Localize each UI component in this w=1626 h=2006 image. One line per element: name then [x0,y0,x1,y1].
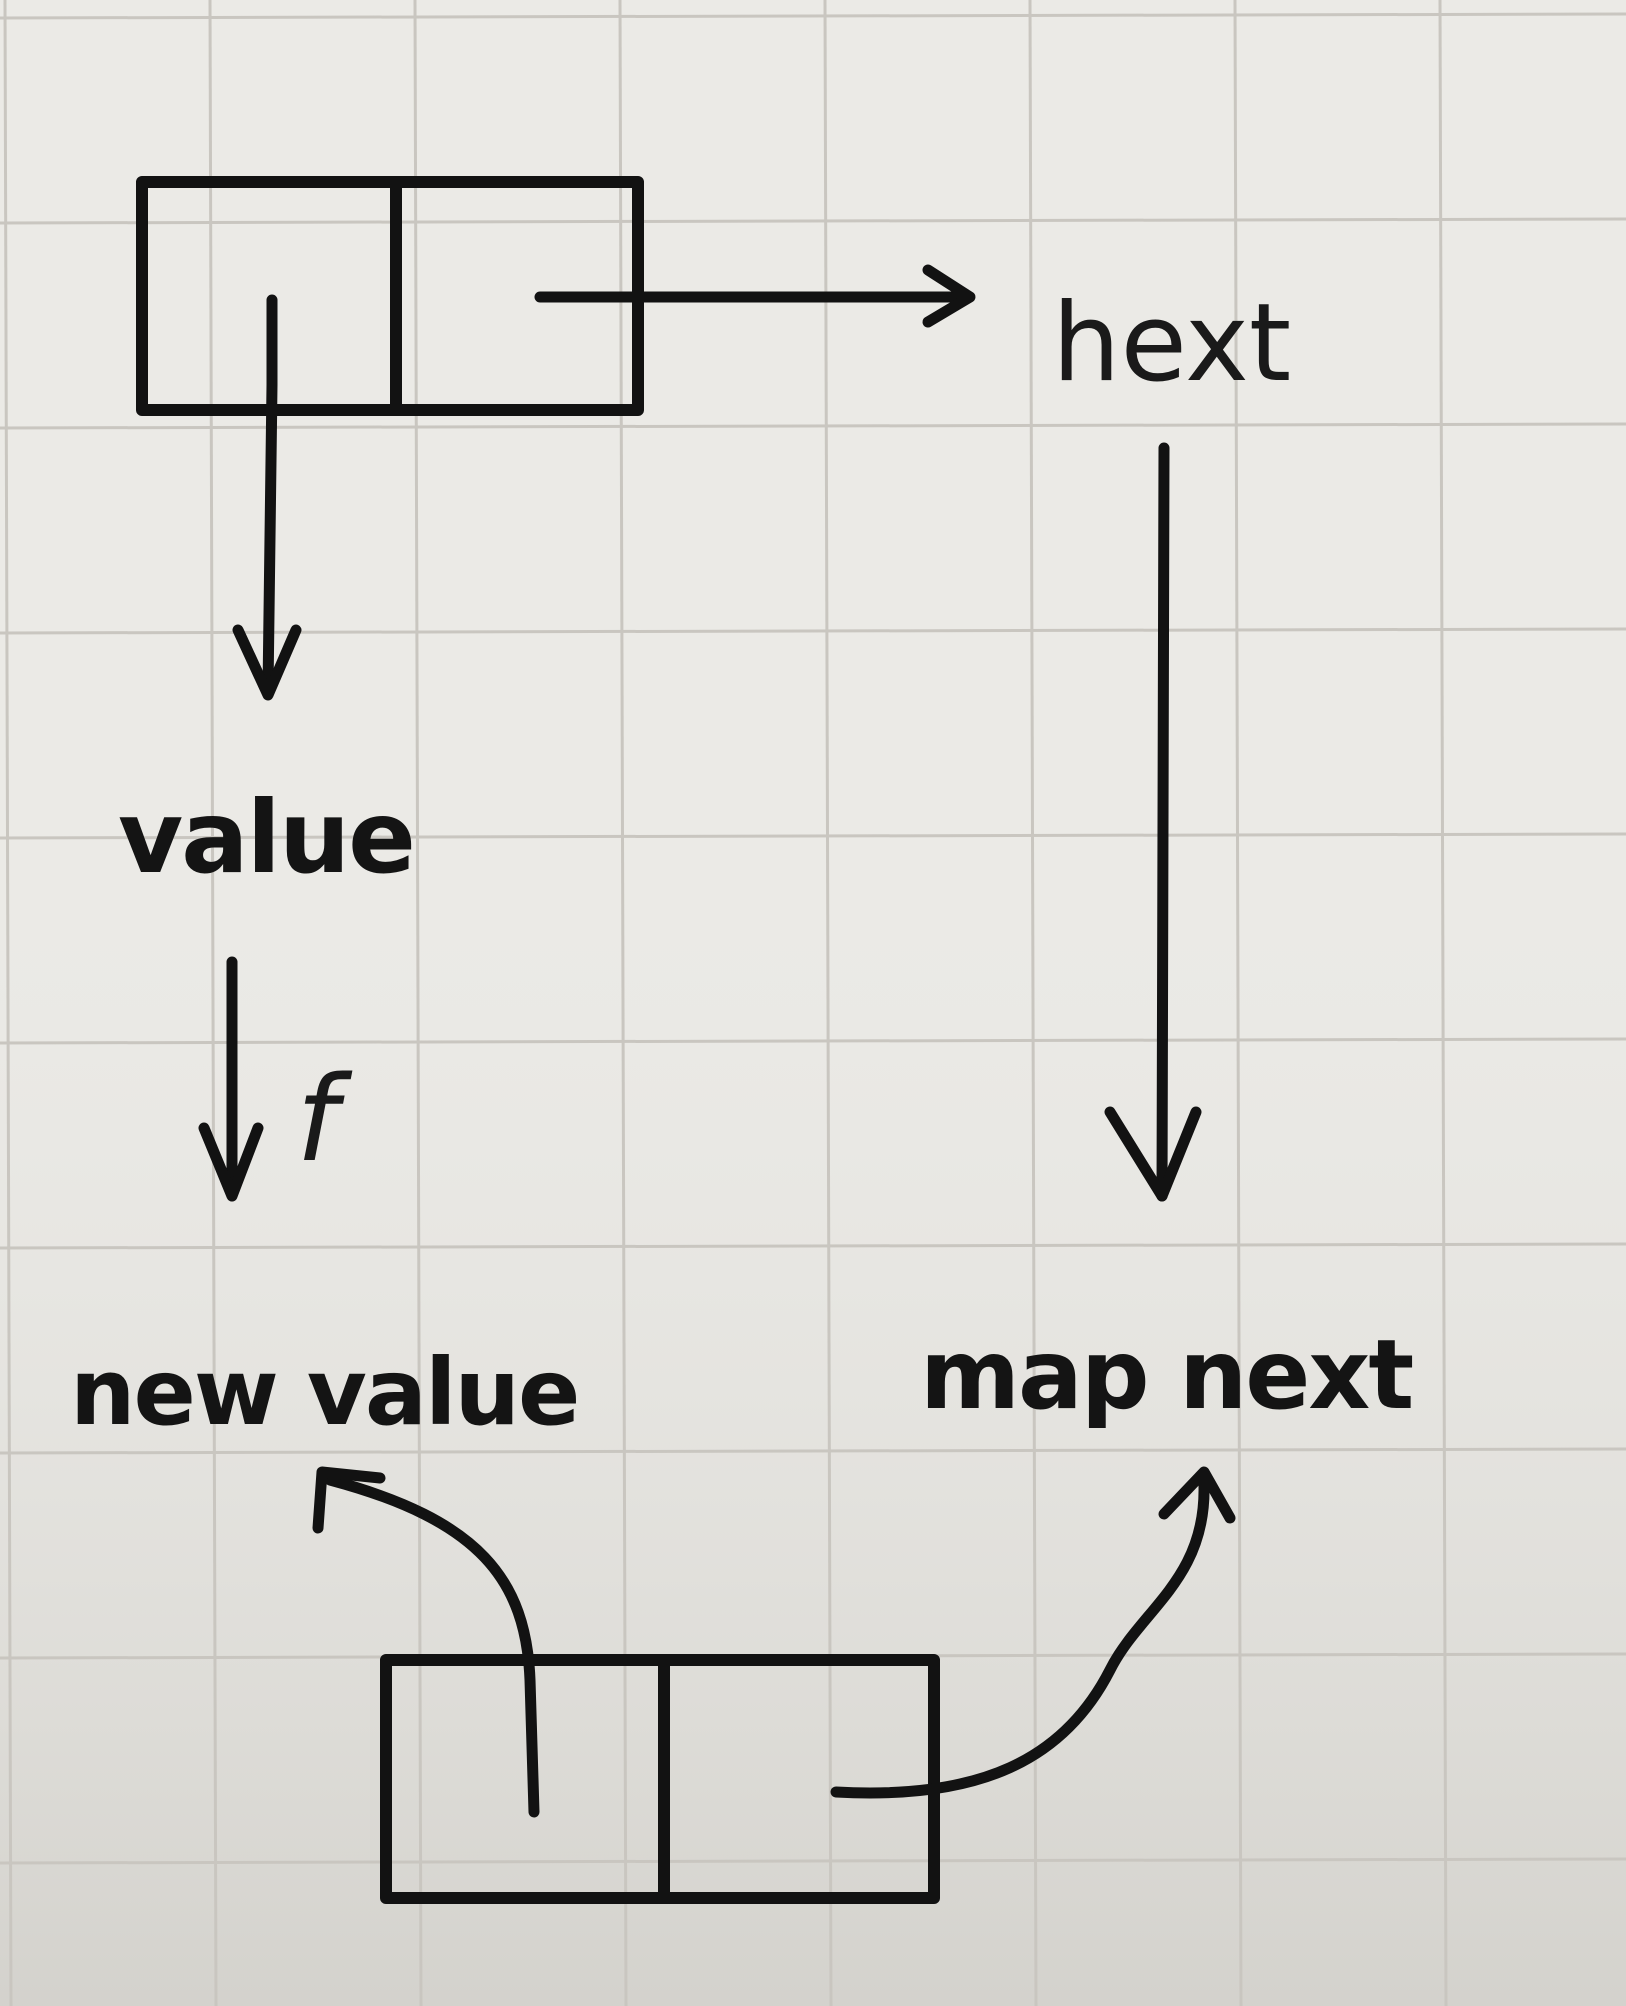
bottom-node [380,1654,940,1904]
grid-line-vertical [1233,0,1243,2006]
grid-line-horizontal [0,1857,1626,1865]
grid-line-vertical [823,0,833,2006]
grid-line-vertical [208,0,218,2006]
next-label: hext [1052,281,1291,406]
top-value-arrowhead [232,624,302,701]
map-next-label: map next [920,1319,1412,1431]
grid-line-horizontal [0,832,1626,840]
grid-line-horizontal [0,1242,1626,1250]
next-map-arrow [1156,442,1170,1202]
value-label: value [118,779,414,896]
bottom-value-arrowhead [312,1466,386,1534]
grid-line-vertical [1438,0,1448,2006]
bottom-next-arrowhead [1158,1466,1236,1524]
grid-line-horizontal [0,1447,1626,1455]
grid-line-horizontal [0,1037,1626,1045]
grid-line-horizontal [0,12,1626,20]
grid-line-vertical [413,0,423,2006]
grid-line-vertical [618,0,628,2006]
top-value-pointer [262,294,278,696]
bottom-next-pointer [830,1480,1210,1799]
new-value-label: new value [70,1339,578,1446]
grid-line-vertical [3,0,13,2006]
value-f-arrowhead [198,1122,264,1202]
top-next-arrowhead [922,264,976,328]
grid-line-horizontal [0,217,1626,225]
grid-line-vertical [1028,0,1038,2006]
bottom-value-pointer [324,1474,540,1818]
next-map-arrowhead [1104,1106,1202,1202]
